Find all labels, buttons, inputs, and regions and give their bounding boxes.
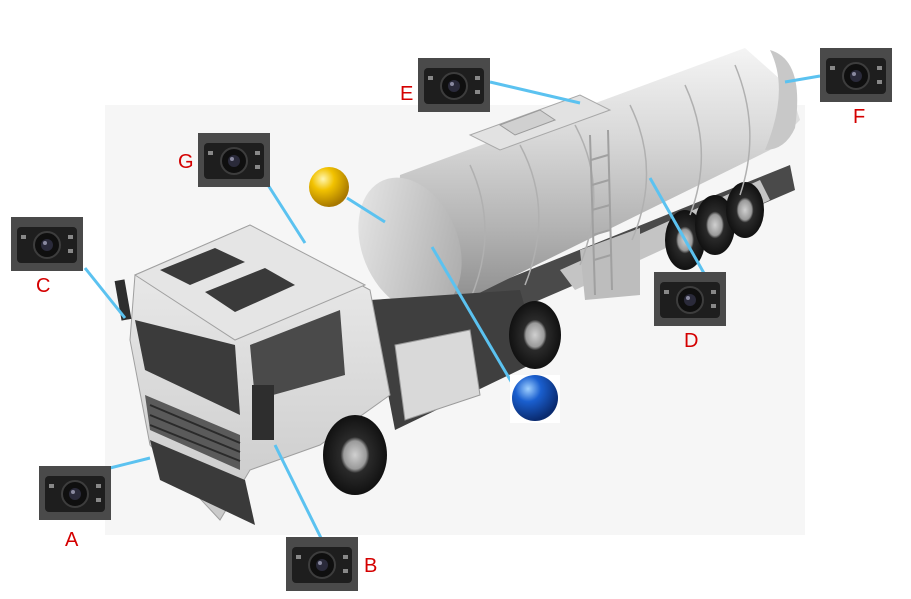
truck-cab [114,224,391,525]
marker-blue [512,375,558,421]
leader-lines [83,74,821,541]
trailer-wheels [665,182,764,270]
camera-label-a: A [65,529,79,551]
camera-b-icon [286,537,358,591]
camera-c-icon [11,217,83,271]
camera-d-icon [654,272,726,326]
camera-a-icon [39,466,111,520]
tank [358,48,800,313]
camera-label-b: B [364,555,378,577]
camera-label-f: F [853,106,866,128]
camera-label-e: E [400,83,414,105]
camera-label-d: D [684,330,699,352]
camera-label-g: G [178,151,194,173]
camera-g-icon [198,133,270,187]
tractor-chassis [370,290,561,430]
camera-e-icon [418,58,490,112]
camera-label-c: C [36,275,51,297]
marker-yellow [309,167,349,207]
camera-f-icon [820,48,892,102]
